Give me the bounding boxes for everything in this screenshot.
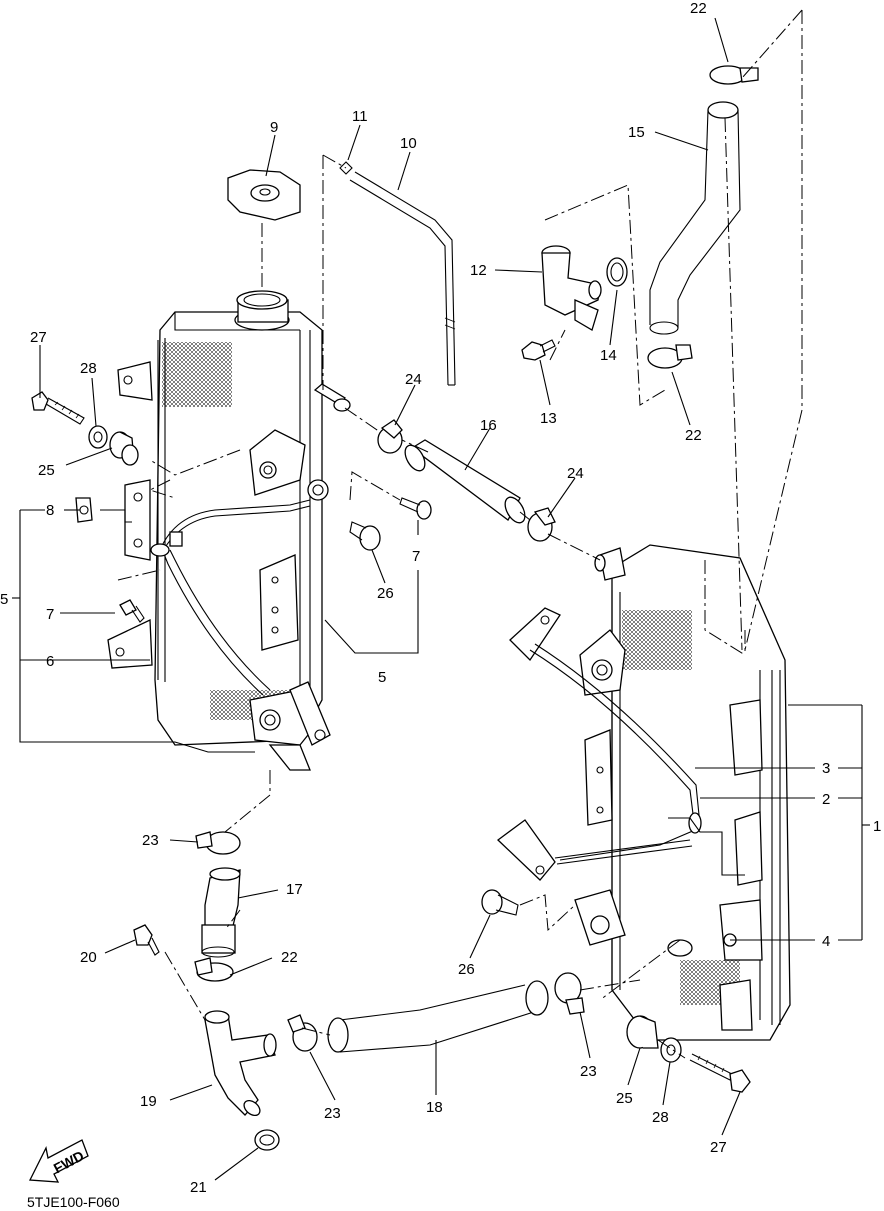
callout-4: 4 <box>822 933 830 950</box>
callout-23: 23 <box>142 832 159 849</box>
callout-22: 22 <box>685 427 702 444</box>
bolt-7a <box>119 599 145 623</box>
right-radiator <box>574 544 791 1041</box>
hose-16 <box>404 439 526 524</box>
clip-11 <box>339 161 353 175</box>
bolt-7b <box>399 497 432 520</box>
callout-11: 11 <box>352 108 368 125</box>
callout-9: 9 <box>270 119 278 136</box>
callout-1: 1 <box>873 818 881 835</box>
hose-18 <box>327 980 549 1053</box>
callout-13: 13 <box>540 410 557 427</box>
callout-22: 22 <box>281 949 298 966</box>
callout-8: 8 <box>46 502 54 519</box>
clamp-22a <box>709 65 759 85</box>
callout-26: 26 <box>377 585 394 602</box>
callout-19: 19 <box>140 1093 157 1110</box>
callout-21: 21 <box>190 1179 207 1196</box>
fitting-12 <box>541 245 602 331</box>
callout-7: 7 <box>412 548 420 565</box>
pipe-2 <box>496 607 702 881</box>
callout-10: 10 <box>400 135 417 152</box>
bolt-27b <box>689 1053 751 1093</box>
callout-7: 7 <box>46 606 54 623</box>
clamp-22b <box>647 344 693 369</box>
left-radiator <box>107 290 351 771</box>
clamp-24a <box>377 419 403 454</box>
oring-14 <box>606 257 628 287</box>
callout-23: 23 <box>580 1063 597 1080</box>
hose-15 <box>649 101 741 335</box>
collar-26b <box>481 889 519 916</box>
callout-28: 28 <box>652 1109 669 1126</box>
collar-26a <box>349 521 381 551</box>
clamp-23c <box>554 972 585 1015</box>
grommet-25b <box>626 1015 659 1049</box>
cap-9 <box>227 169 301 221</box>
callout-27: 27 <box>30 329 47 346</box>
washer-28b <box>660 1037 682 1063</box>
diagram-code: 5TJE100-F060 <box>27 1194 120 1210</box>
callout-3: 3 <box>822 760 830 777</box>
callout-24: 24 <box>405 371 422 388</box>
callout-23: 23 <box>324 1105 341 1122</box>
callout-18: 18 <box>426 1099 443 1116</box>
callout-5: 5 <box>0 591 8 608</box>
washer-28a <box>88 425 108 449</box>
callout-16: 16 <box>480 417 497 434</box>
callout-15: 15 <box>628 124 645 141</box>
clamp-22c <box>194 957 234 982</box>
callout-20: 20 <box>80 949 97 966</box>
callout-25: 25 <box>616 1090 633 1107</box>
assembly-lines <box>117 9 803 1059</box>
grommet-25a <box>109 431 139 466</box>
pipe-19 <box>204 1010 277 1117</box>
bracket-lines <box>12 509 870 941</box>
bolt-13 <box>521 339 556 361</box>
bolt-20 <box>133 924 160 956</box>
leader-lines <box>39 17 741 1181</box>
callout-12: 12 <box>470 262 487 279</box>
clamp-23b <box>287 1014 318 1052</box>
pipe-6 <box>150 499 311 696</box>
hose-10 <box>349 171 456 386</box>
callout-24: 24 <box>567 465 584 482</box>
callout-5: 5 <box>378 669 386 686</box>
callout-22: 22 <box>690 0 707 17</box>
callout-6: 6 <box>46 653 54 670</box>
callout-17: 17 <box>286 881 303 898</box>
callout-14: 14 <box>600 347 617 364</box>
fwd-arrow-icon: FWD <box>28 1139 89 1183</box>
clamp-23a <box>195 831 241 855</box>
callout-2: 2 <box>822 791 830 808</box>
callout-28: 28 <box>80 360 97 377</box>
callout-26: 26 <box>458 961 475 978</box>
clamp-24b <box>527 507 556 542</box>
oring-21 <box>254 1129 280 1151</box>
callout-27: 27 <box>710 1139 727 1156</box>
hose-17 <box>201 867 241 958</box>
callout-25: 25 <box>38 462 55 479</box>
